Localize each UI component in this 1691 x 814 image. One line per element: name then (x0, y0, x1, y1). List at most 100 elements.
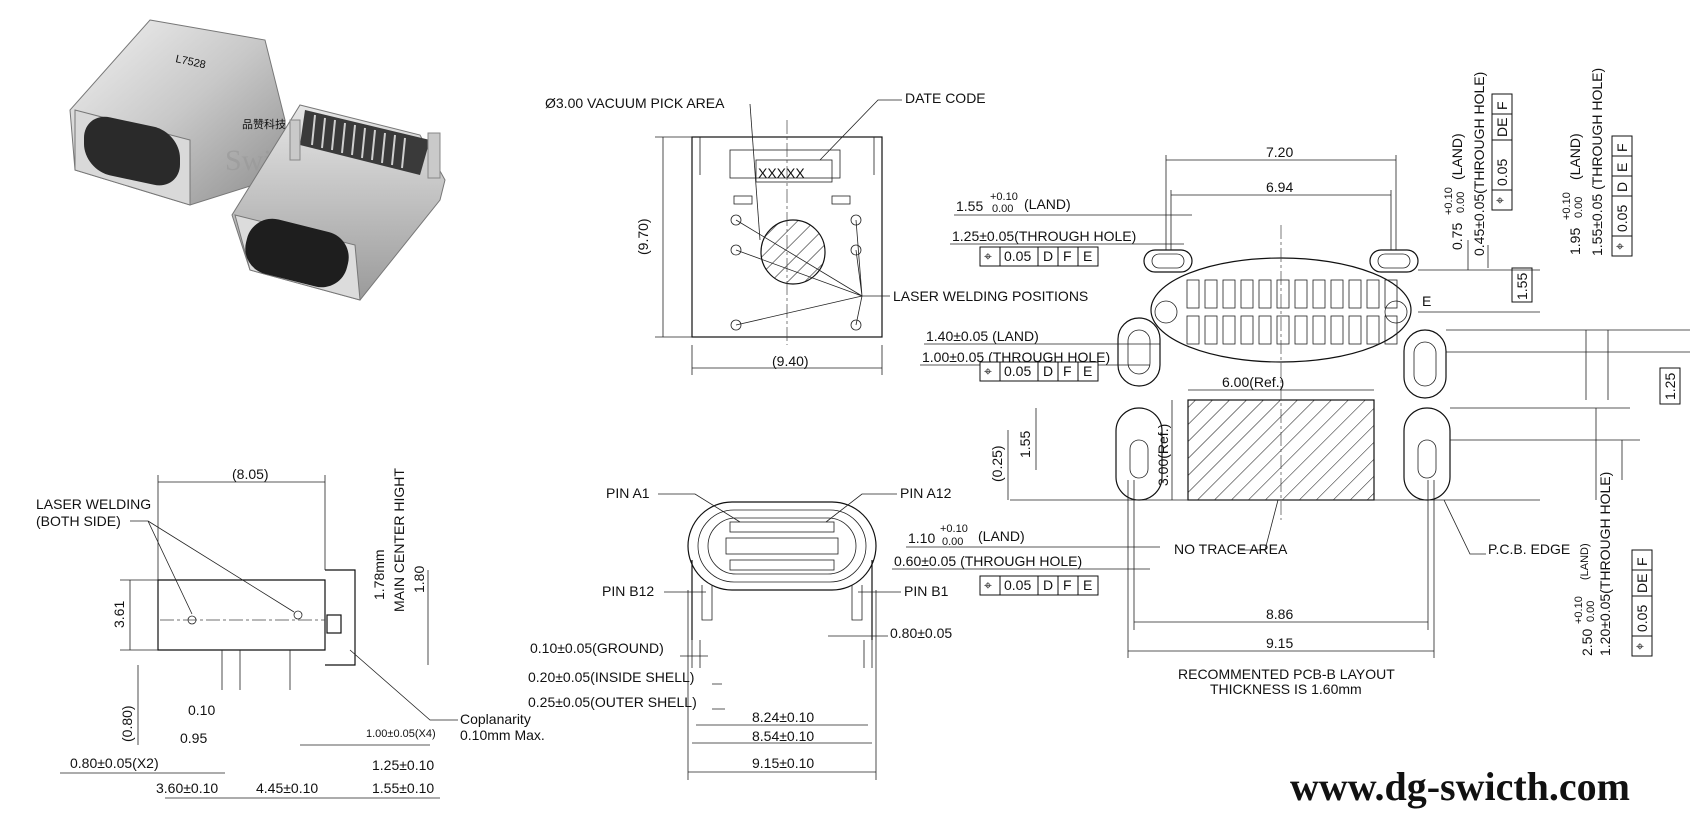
side-dim-360: 3.60±0.10 (156, 780, 218, 796)
fcf1-e: E (1083, 248, 1092, 264)
r195-tag: (LAND) (1567, 133, 1583, 180)
fcf1-f: F (1063, 248, 1072, 264)
pin-a1-label: PIN A1 (606, 485, 650, 501)
fcf2-e: E (1083, 363, 1092, 379)
r-fcf1-tol: 0.05 (1494, 159, 1510, 186)
coplanarity-line2: 0.10mm Max. (460, 727, 545, 743)
th060: 0.60±0.05 (THROUGH HOLE) (894, 553, 1082, 569)
pin-a12-label: PIN A12 (900, 485, 952, 501)
no-trace-label: NO TRACE AREA (1174, 541, 1288, 557)
ref300: 3.00(Ref.) (1155, 424, 1171, 486)
land155-main: 1.55 (956, 198, 983, 214)
product-photo: L7528 品赞科技 Switch (69, 19, 446, 301)
fcf2-d: D (1043, 363, 1053, 379)
side-dim-095: 0.95 (180, 730, 207, 746)
fcf3-f: F (1063, 577, 1072, 593)
r075-main: 0.75 (1449, 223, 1465, 250)
pcb-dim-694: 6.94 (1266, 179, 1293, 195)
land110-main: 1.10 (908, 530, 935, 546)
land110-tag: (LAND) (978, 528, 1025, 544)
r250-tag: (LAND) (1579, 543, 1591, 580)
pin-b1-label: PIN B1 (904, 583, 949, 599)
r120: 1.20±0.05(THROUGH HOLE) (1597, 472, 1613, 656)
r-fcf3-tol: 0.05 (1634, 605, 1650, 632)
r155: 1.55 (1514, 273, 1530, 300)
pin-b12-label: PIN B12 (602, 583, 654, 599)
right-dimensions: 0.75 +0.10 0.00 (LAND) 0.45±0.05(THROUGH… (1418, 68, 1690, 657)
side-dim-445: 4.45±0.10 (256, 780, 318, 796)
r-fcf1-pos: ⌖ (1496, 192, 1504, 208)
coplanarity-line1: Coplanarity (460, 711, 531, 727)
side-dim-010: 0.10 (188, 702, 215, 718)
r250-sup: +0.10 (1573, 596, 1585, 624)
land110-sup: +0.10 (940, 523, 968, 535)
pcb-dim-720: 7.20 (1266, 144, 1293, 160)
side-dim-100x4: 1.00±0.05(X4) (366, 728, 436, 740)
r-fcf1-f: F (1494, 101, 1510, 110)
center-line2: MAIN CENTER HIGHT (391, 468, 407, 612)
label-e: E (1422, 293, 1431, 309)
fcf3-pos: ⌖ (984, 577, 992, 593)
r-fcf2-f: F (1614, 143, 1630, 152)
r075-sup: +0.10 (1443, 187, 1455, 215)
outer-shell-thickness: 0.25±0.05(OUTER SHELL) (528, 694, 697, 710)
date-code-label: DATE CODE (905, 90, 986, 106)
r-fcf2-pos: ⌖ (1616, 238, 1624, 254)
r075-tag: (LAND) (1449, 133, 1465, 180)
top-view: XXXXX LASER WELDING POSITIONS Ø3.00 VACU… (545, 90, 1088, 375)
fcf3-e: E (1083, 577, 1092, 593)
laser-welding-positions-label: LASER WELDING POSITIONS (893, 288, 1088, 304)
fcf2-f: F (1063, 363, 1072, 379)
layout-note-line2: THICKNESS IS 1.60mm (1210, 681, 1362, 697)
front-dim-080: 0.80±0.05 (890, 625, 952, 641)
fcf1-d: D (1043, 248, 1053, 264)
width-940: (9.40) (772, 353, 809, 369)
side-dim-080: (0.80) (119, 705, 135, 742)
pcb-dim-915: 9.15 (1266, 635, 1293, 651)
front-dim-854: 8.54±0.10 (752, 728, 814, 744)
laser-side-line2: (BOTH SIDE) (36, 513, 121, 529)
r195-sup: +0.10 (1561, 192, 1573, 220)
side-dim-080x2: 0.80±0.05(X2) (70, 755, 159, 771)
front-dim-824: 8.24±0.10 (752, 709, 814, 725)
land140: 1.40±0.05 (LAND) (926, 328, 1039, 344)
layout-note-line1: RECOMMENTED PCB-B LAYOUT (1178, 666, 1395, 682)
r155th: 1.55±0.05 (THROUGH HOLE) (1589, 68, 1605, 256)
side-dim-155: 1.55±0.10 (372, 780, 434, 796)
ground-thickness: 0.10±0.05(GROUND) (530, 640, 664, 656)
r-fcf2-tol: 0.05 (1614, 205, 1630, 232)
r125: 1.25 (1662, 373, 1678, 400)
date-code-mark: XXXXX (758, 165, 805, 181)
fcf1-pos: ⌖ (984, 248, 992, 264)
front-view: PIN A1 PIN A12 PIN B12 PIN B1 0.10±0.05(… (528, 485, 952, 780)
fcf1-tol: 0.05 (1004, 248, 1031, 264)
r250-sub: 0.00 (1585, 601, 1597, 622)
r250-main: 2.50 (1579, 629, 1595, 656)
side-view: LASER WELDING (BOTH SIDE) (8.05) 3.61 1.… (36, 466, 545, 799)
front-dim-915: 9.15±0.10 (752, 755, 814, 771)
r195-sub: 0.00 (1573, 197, 1585, 218)
inside-shell-thickness: 0.20±0.05(INSIDE SHELL) (528, 669, 694, 685)
center-line1: 1.78mm (371, 549, 387, 600)
land155-sup: +0.10 (990, 191, 1018, 203)
ref600: 6.00(Ref.) (1222, 374, 1284, 390)
land110-sub: 0.00 (942, 536, 963, 548)
vacuum-pick-label: Ø3.00 VACUUM PICK AREA (545, 95, 725, 111)
th125: 1.25±0.05(THROUGH HOLE) (952, 228, 1136, 244)
land155-sub: 0.00 (992, 203, 1013, 215)
watermark-cn: 品赞科技 (242, 117, 286, 131)
laser-side-line1: LASER WELDING (36, 496, 151, 512)
side-dim-180: 1.80 (411, 566, 427, 593)
r-fcf2-e: E (1614, 163, 1630, 172)
side-length: (8.05) (232, 466, 269, 482)
website-url: www.dg-swicth.com (1290, 764, 1630, 809)
height-970: (9.70) (635, 218, 651, 255)
fcf3-d: D (1043, 577, 1053, 593)
r045: 0.45±0.05(THROUGH HOLE) (1471, 72, 1487, 256)
r-fcf1-de: DE (1494, 118, 1510, 137)
fcf2-pos: ⌖ (984, 363, 992, 379)
th100: 1.00±0.05 (THROUGH HOLE) (922, 349, 1110, 365)
pcb-layout: E 7.20 6.94 1.55 +0.10 0.00 (LAND) (892, 144, 1570, 697)
fcf3-tol: 0.05 (1004, 577, 1031, 593)
